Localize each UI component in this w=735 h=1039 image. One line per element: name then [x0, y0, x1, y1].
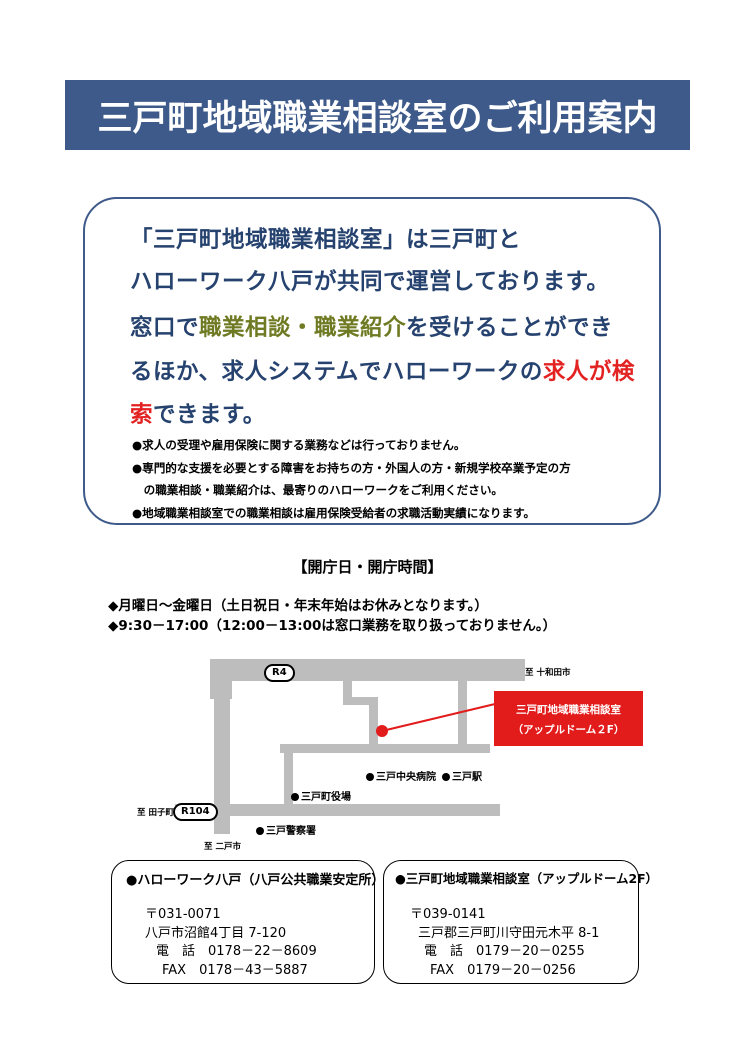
contact-hellowork-tel: 電 話 0178－22－8609 — [156, 944, 317, 959]
intro-line-3-c: を受けることができ — [406, 315, 614, 341]
road-station — [458, 681, 467, 753]
road-branch-b — [343, 697, 376, 705]
contact-sannohe-fax: FAX 0179－20－0256 — [430, 963, 576, 978]
direction-ninohe: 至 二戸市 — [204, 842, 241, 852]
intro-line-3: 窓口で職業相談・職業紹介を受けることができ — [130, 310, 613, 342]
intro-line-5: 索できます。 — [130, 397, 266, 429]
intro-highlight-search-a: 求人が検 — [542, 359, 635, 385]
road-r104 — [175, 804, 500, 816]
intro-highlight-search-b: 索 — [130, 402, 154, 428]
hospital-marker-icon — [366, 773, 374, 781]
police-marker-icon — [256, 827, 264, 835]
callout-name: 三戸町地域職業相談室 — [516, 704, 621, 716]
info-box — [83, 197, 661, 525]
hours-days: ◆月曜日～金曜日（土日祝日・年末年始はお休みとなります。） — [108, 598, 488, 614]
poi-station: 三戸駅 — [442, 768, 482, 783]
route-r4-badge: R4 — [264, 664, 295, 682]
intro-line-2: ハローワーク八戸が共同で運営しております。 — [130, 269, 610, 295]
intro-line-4: るほか、求人システムでハローワークの求人が検 — [130, 354, 635, 386]
page-title: 三戸町地域職業相談室のご利用案内 — [97, 98, 658, 139]
contact-sannohe-address: 三戸郡三戸町川守田元木平 8-1 — [418, 926, 600, 941]
contact-sannohe-postal: 〒039-0141 — [410, 907, 486, 922]
note-2: ●専門的な支援を必要とする障害をお持ちの方・外国人の方・新規学校卒業予定の方 — [132, 461, 571, 475]
contact-sannohe-title: ●三戸町地域職業相談室（アップルドーム2F） — [395, 871, 658, 886]
road-branch-a — [343, 681, 352, 704]
road-townhall — [284, 744, 293, 816]
intro-line-1: 「三戸町地域職業相談室」は三戸町と — [130, 227, 522, 253]
poi-hospital-label: 三戸中央病院 — [376, 772, 436, 783]
contact-box-sannohe — [383, 860, 639, 984]
poi-town-hall-label: 三戸町役場 — [301, 792, 351, 803]
road-r4 — [210, 659, 525, 681]
note-1: ●求人の受理や雇用保険に関する業務などは行っておりません。 — [132, 438, 466, 452]
poi-police-label: 三戸警察署 — [266, 826, 316, 837]
contact-hellowork-postal: 〒031-0071 — [145, 907, 221, 922]
note-3: の職業相談・職業紹介は、最寄りのハローワークをご利用ください。 — [132, 483, 504, 497]
hours-title: 【開庁日・開庁時間】 — [292, 558, 443, 576]
office-location-marker-icon — [376, 725, 388, 737]
station-marker-icon — [442, 773, 450, 781]
intro-line-4-a: るほか、求人システムでハローワークの — [130, 359, 543, 385]
callout-pointer-line — [376, 703, 496, 737]
title-banner: 三戸町地域職業相談室のご利用案内 — [65, 80, 690, 150]
contact-hellowork-title: ●ハローワーク八戸（八戸公共職業安定所） — [126, 873, 385, 888]
road-to-ninohe — [214, 684, 230, 834]
intro-highlight-consultation: 職業相談・職業紹介 — [199, 315, 407, 341]
direction-towada: 至 十和田市 — [525, 668, 571, 678]
road-middle — [280, 744, 490, 753]
poi-town-hall: 三戸町役場 — [291, 788, 351, 803]
contact-hellowork-address: 八戸市沼館4丁目 7-120 — [145, 926, 287, 941]
contact-box-hellowork — [111, 860, 375, 984]
callout-floor: （アップルドーム２F） — [512, 724, 625, 736]
office-callout: 三戸町地域職業相談室 （アップルドーム２F） — [494, 691, 643, 746]
contact-sannohe-tel: 電 話 0179－20－0255 — [424, 944, 585, 959]
poi-hospital: 三戸中央病院 — [366, 768, 436, 783]
intro-line-3-a: 窓口で — [130, 315, 200, 341]
poi-police: 三戸警察署 — [256, 822, 316, 837]
poi-station-label: 三戸駅 — [452, 772, 482, 783]
hours-time: ◆9:30－17:00（12:00－13:00は窓口業務を取り扱っておりません。… — [108, 618, 557, 634]
road-branch-c — [369, 697, 378, 753]
town-hall-marker-icon — [291, 793, 299, 801]
route-r104-badge: R104 — [173, 803, 218, 821]
direction-takko: 至 田子町 — [137, 808, 174, 818]
contact-hellowork-fax: FAX 0178－43－5887 — [162, 963, 308, 978]
intro-line-5-b: できます。 — [153, 402, 266, 428]
note-4: ●地域職業相談室での職業相談は雇用保険受給者の求職活動実績になります。 — [132, 506, 536, 520]
